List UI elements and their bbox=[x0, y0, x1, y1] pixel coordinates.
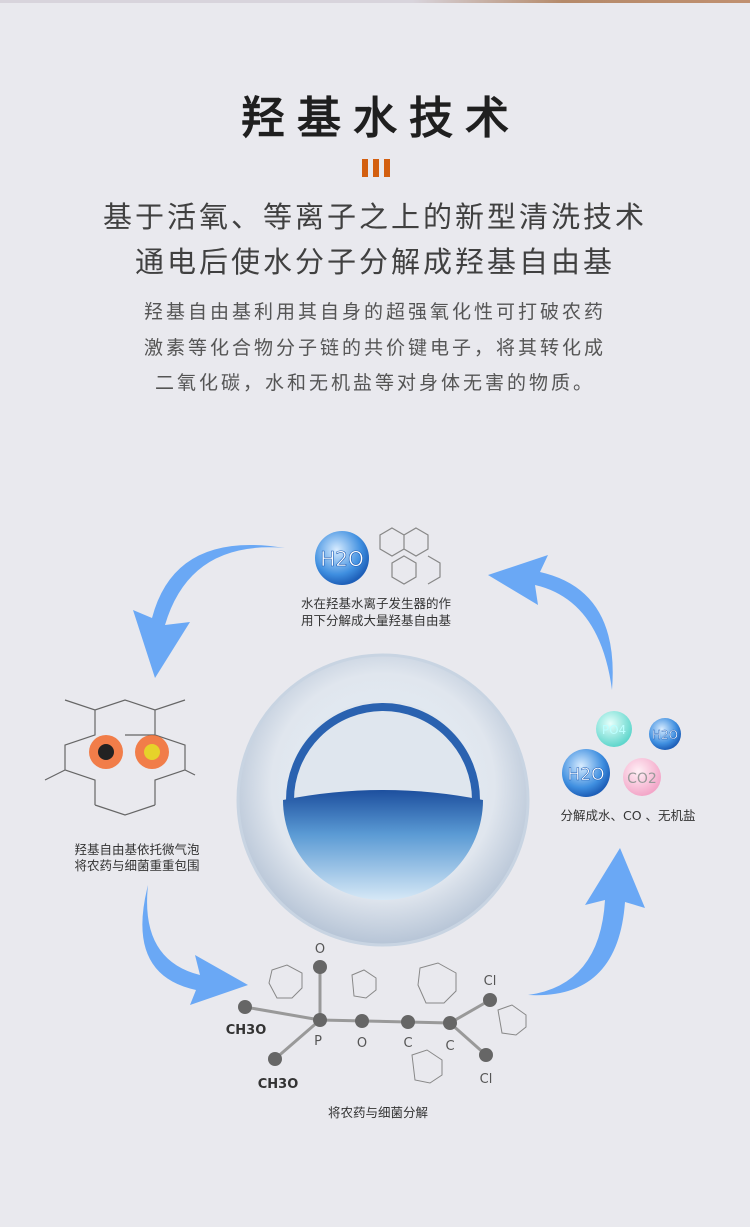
step-pesticide-breakdown: O CH3O CH3O P O C C Cl Cl 将农药与细菌分解 bbox=[226, 942, 527, 1120]
svg-text:水在羟基水离子发生器的作: 水在羟基水离子发生器的作 bbox=[301, 596, 452, 611]
svg-text:羟基自由基依托微气泡: 羟基自由基依托微气泡 bbox=[74, 842, 200, 857]
svg-text:CH3O: CH3O bbox=[226, 1023, 267, 1038]
step-bubble-surround: 羟基自由基依托微气泡 将农药与细菌重重包围 bbox=[44, 699, 200, 873]
svg-text:将农药与细菌分解: 将农药与细菌分解 bbox=[328, 1105, 428, 1120]
subtitle-line: 基于活氧、等离子之上的新型清洗技术 bbox=[102, 200, 647, 234]
molecule-lattice-icon bbox=[44, 699, 196, 816]
description-line: 羟基自由基利用其自身的超强氧化性可打破农药 bbox=[143, 301, 606, 323]
accent-bars bbox=[362, 159, 390, 177]
svg-text:CO2: CO2 bbox=[627, 771, 657, 787]
page-title: 羟基水技术 bbox=[241, 93, 521, 144]
arrow-bottom-left bbox=[142, 885, 248, 1005]
step-water-ionization: H2O 水在羟基水离子发生器的作 用下分解成大量羟基自由基 bbox=[301, 527, 452, 628]
ring-molecule-icon bbox=[268, 962, 527, 1084]
svg-text:PO4: PO4 bbox=[602, 723, 626, 737]
svg-text:Cl: Cl bbox=[480, 1072, 493, 1087]
arrow-top-left bbox=[133, 544, 285, 678]
description-line: 激素等化合物分子链的共价键电子，将其转化成 bbox=[143, 337, 606, 359]
svg-text:分解成水、CO 、无机盐: 分解成水、CO 、无机盐 bbox=[560, 808, 695, 823]
svg-text:H2O: H2O bbox=[568, 765, 605, 785]
svg-text:C: C bbox=[445, 1039, 454, 1054]
description-line: 二氧化碳，水和无机盐等对身体无害的物质。 bbox=[154, 372, 595, 394]
svg-text:P: P bbox=[314, 1034, 322, 1049]
arrow-top-right bbox=[488, 555, 613, 690]
svg-text:C: C bbox=[403, 1036, 412, 1051]
molecule-lattice-icon bbox=[379, 527, 441, 585]
svg-text:CH3O: CH3O bbox=[258, 1077, 299, 1092]
top-band bbox=[0, 0, 750, 3]
subtitle-line: 通电后使水分子分解成羟基自由基 bbox=[134, 245, 615, 279]
svg-text:H2O: H2O bbox=[652, 728, 678, 742]
svg-text:将农药与细菌重重包围: 将农药与细菌重重包围 bbox=[74, 858, 199, 873]
svg-text:O: O bbox=[357, 1036, 367, 1051]
svg-text:H2O: H2O bbox=[320, 547, 364, 571]
arrow-bottom-right bbox=[528, 848, 645, 996]
water-sphere bbox=[236, 653, 530, 947]
svg-text:Cl: Cl bbox=[484, 974, 497, 989]
cycle-arrows bbox=[133, 544, 645, 1005]
svg-text:O: O bbox=[315, 942, 325, 957]
h2o-bubble bbox=[315, 531, 369, 585]
step-decomposition-products: PO4 H2O H2O CO2 分解成水、CO 、无机盐 bbox=[560, 711, 696, 823]
svg-text:用下分解成大量羟基自由基: 用下分解成大量羟基自由基 bbox=[301, 613, 452, 628]
hydroxyl-cycle-diagram: H2O 水在羟基水离子发生器的作 用下分解成大量羟基自由基 PO4 H2O H2… bbox=[44, 527, 696, 1120]
